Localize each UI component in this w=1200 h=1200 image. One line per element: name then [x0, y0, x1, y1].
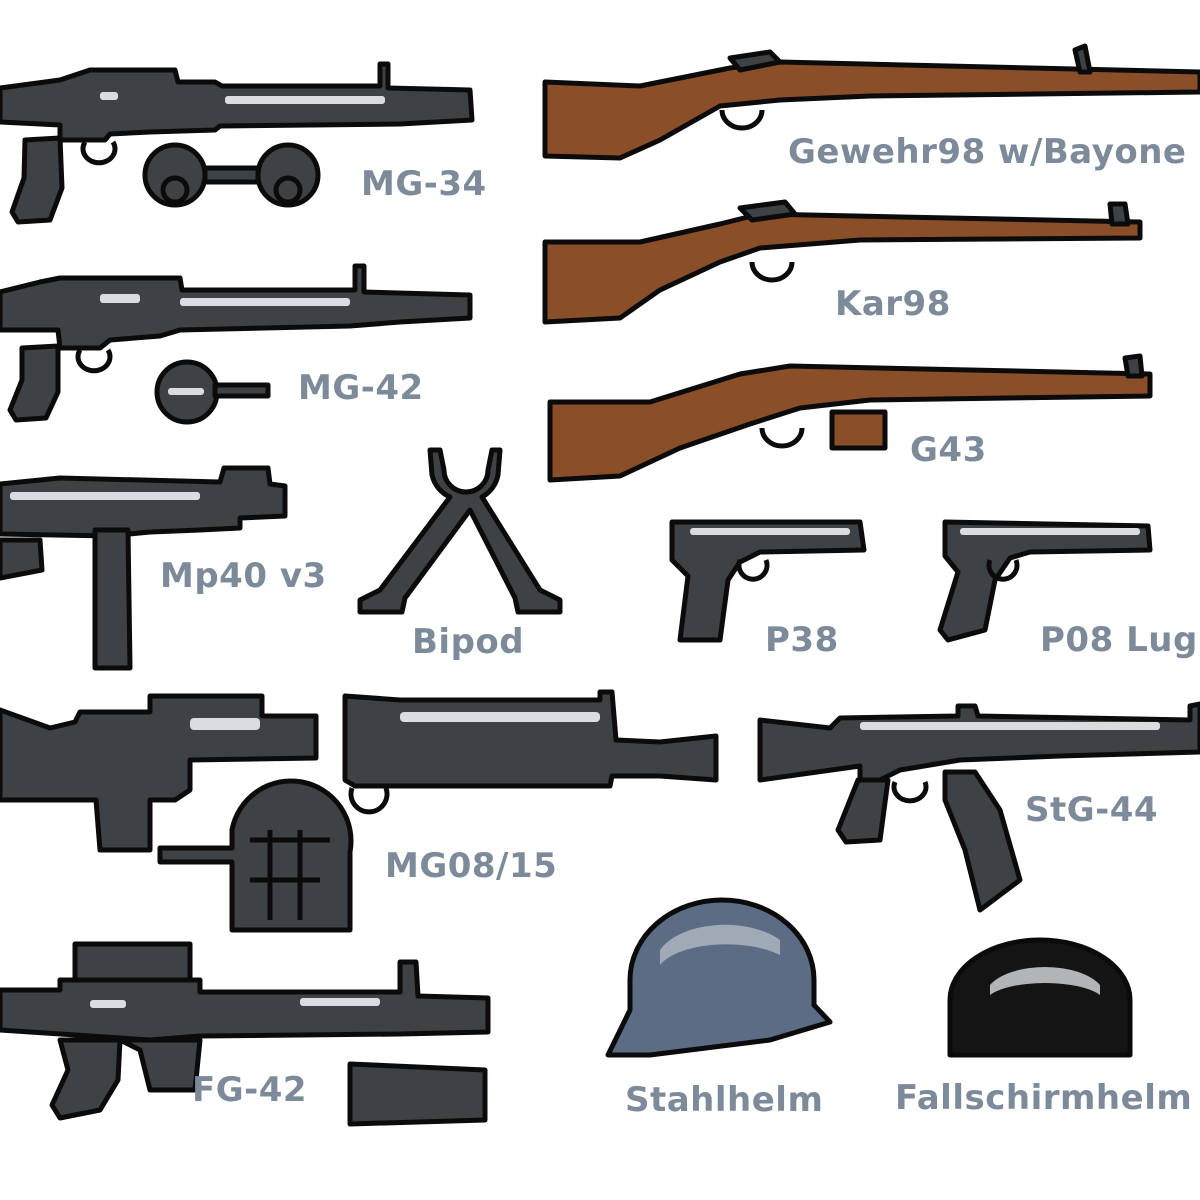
- gewehr98-icon: [542, 43, 1200, 161]
- label-g43: G43: [910, 430, 987, 470]
- label-bipod: Bipod: [412, 622, 525, 662]
- label-fallschirmhelm: Fallschirmhelm: [895, 1078, 1193, 1118]
- p08-luger-icon: [937, 519, 1153, 643]
- label-stg44: StG-44: [1025, 790, 1159, 830]
- label-gewehr98: Gewehr98 w/Bayone: [788, 132, 1187, 172]
- label-mg42: MG-42: [298, 368, 424, 408]
- mp40-icon: [0, 465, 288, 671]
- label-fg42: FG-42: [192, 1070, 308, 1110]
- g43-icon: [547, 353, 1153, 483]
- bipod-icon: [357, 447, 563, 615]
- mg34-icon: [0, 61, 475, 225]
- label-stahlhelm: Stahlhelm: [625, 1080, 824, 1120]
- mg0815-icon: [0, 689, 719, 933]
- kar98-icon: [542, 199, 1143, 325]
- p38-icon: [669, 519, 867, 643]
- label-kar98: Kar98: [835, 284, 951, 324]
- stg44-icon: [757, 701, 1200, 913]
- mg42-icon: [0, 263, 473, 425]
- label-p38: P38: [765, 620, 839, 660]
- fallschirmhelm-icon: [947, 937, 1133, 1058]
- label-mg0815: MG08/15: [385, 846, 558, 886]
- label-mp40: Mp40 v3: [160, 556, 327, 596]
- label-mg34: MG-34: [361, 164, 487, 204]
- stahlhelm-icon: [605, 897, 833, 1058]
- label-p08-luger: P08 Lug: [1040, 620, 1198, 660]
- fg42-icon: [0, 941, 491, 1127]
